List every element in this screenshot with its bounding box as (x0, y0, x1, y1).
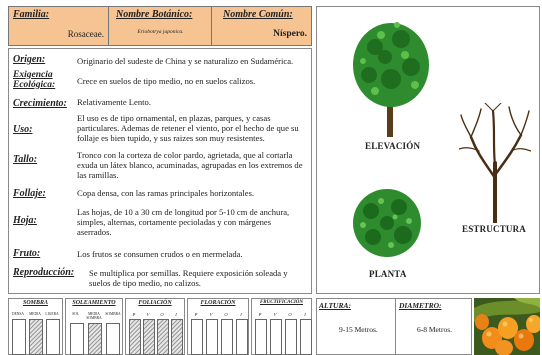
row-label: Fruto: (13, 248, 41, 259)
botanico-label: Nombre Botánico: (116, 9, 193, 20)
diametro-value: 6-8 Metros. (417, 325, 452, 334)
row-tallo: Tallo: Tronco con la corteza de color pa… (9, 150, 311, 184)
row-exigencia: Exigencia Ecológica: Crece en suelos de … (9, 70, 311, 93)
row-uso: Uso: El uso es de tipo ornamental, en pl… (9, 113, 311, 147)
sombra-title: SOMBRA (22, 300, 48, 306)
altura-value: 9-15 Metros. (339, 325, 378, 334)
floracion-sub-v: V (209, 312, 213, 317)
estructura-caption: ESTRUCTURA (462, 224, 527, 234)
botanico-cell: Nombre Botánico: Eriobotrya japonica. (110, 7, 212, 45)
planta-caption: PLANTA (369, 269, 407, 279)
soleamiento-bar-media (88, 323, 102, 355)
soleamiento-bar-sol (70, 323, 84, 355)
sombra-sub-ligera: LIGERA (45, 312, 59, 316)
botanico-value: Eriobotrya japonica. (137, 29, 184, 35)
fructificacion-bar-o (285, 319, 297, 355)
row-text: Las hojas, de 10 a 30 cm de longitud por… (77, 207, 290, 237)
sombra-bar-ligera (46, 319, 60, 355)
floracion-bar-i (236, 319, 248, 355)
row-text: El uso es de tipo ornamental, en plazas,… (77, 113, 299, 143)
row-text: Originario del sudeste de China y se nat… (77, 56, 294, 66)
soleamiento-sub-sol: SOL (72, 312, 79, 316)
row-origen: Origen: Originario del sudeste de China … (9, 55, 311, 69)
soleamiento-sub-sombra: SOMBRA (105, 312, 121, 316)
foliacion-sub-i: I (175, 312, 177, 317)
dimensions-divider (395, 299, 396, 354)
foliacion-bar-v (143, 319, 155, 355)
structure-tree-icon (459, 103, 531, 223)
sombra-box: SOMBRA DENSA MEDIA LIGERA (8, 298, 63, 355)
comun-value: Níspero. (273, 29, 307, 39)
floracion-title: FLORACIÓN (200, 300, 236, 306)
row-label: Tallo: (13, 154, 38, 165)
dimensions-box: ALTURA: 9-15 Metros. DIAMETRO: 6-8 Metro… (316, 298, 472, 355)
sombra-sub-media: MEDIA (29, 312, 41, 316)
foliacion-sub-p: P (132, 312, 136, 317)
soleamiento-sub-media: MEDIA SOMBRA (86, 312, 102, 320)
floracion-bar-p (191, 319, 203, 355)
row-label: Reproducción: (13, 267, 75, 278)
row-text: Crece en suelos de tipo medio, no en sue… (77, 76, 256, 86)
fructificacion-sub-p: P (258, 312, 262, 317)
plan-view-icon (353, 189, 421, 257)
fructificacion-box: FRUCTIFICACIÓN P V O I (251, 298, 312, 355)
foliacion-bar-o (157, 319, 169, 355)
soleamiento-box: SOLEAMIENTO SOL MEDIA SOMBRA SOMBRA (65, 298, 123, 355)
row-reproduccion: Reproducción: Se multiplica por semillas… (9, 267, 311, 291)
comun-cell: Nombre Común: Níspero. (213, 7, 311, 45)
row-fruto: Fruto: Los frutos se consumen crudos o e… (9, 248, 311, 262)
sombra-bar-media (29, 319, 43, 355)
comun-label: Nombre Común: (223, 9, 293, 20)
foliacion-box: FOLIACIÓN P V O I (125, 298, 185, 355)
fructificacion-bar-p (255, 319, 267, 355)
info-table: Origen: Originario del sudeste de China … (8, 48, 312, 294)
foliacion-bar-i (171, 319, 183, 355)
row-text: Se multiplica por semillas. Requiere exp… (89, 268, 288, 288)
fructificacion-sub-i: I (304, 312, 306, 317)
elevacion-caption: ELEVACIÓN (365, 141, 421, 151)
sombra-bar-densa (12, 319, 26, 355)
fructificacion-title: FRUCTIFICACIÓN (259, 300, 304, 305)
fructificacion-sub-v: V (273, 312, 277, 317)
row-label: Follaje: (13, 188, 46, 199)
floracion-sub-p: P (194, 312, 198, 317)
row-label: Origen: (13, 54, 46, 65)
row-text: Tronco con la corteza de color pardo, ag… (77, 150, 303, 180)
elevation-tree-icon (353, 22, 429, 137)
row-text: Relativamente Lento. (77, 97, 151, 107)
row-text: Copa densa, con las ramas principales ho… (77, 188, 255, 198)
foliacion-sub-v: V (146, 312, 150, 317)
row-hoja: Hoja: Las hojas, de 10 a 30 cm de longit… (9, 207, 311, 241)
familia-value: Rosaceae. (67, 29, 104, 39)
sombra-sub-densa: DENSA (12, 312, 24, 316)
fructificacion-bar-i (300, 319, 312, 355)
illustration-panel: ELEVACIÓN ESTRUCTURA PLANTA (316, 6, 540, 294)
row-label: Uso: (13, 124, 33, 135)
row-text: Los frutos se consumen crudos o en merme… (77, 249, 243, 259)
fructificacion-sub-o: O (288, 312, 292, 317)
soleamiento-bar-sombra (106, 323, 120, 355)
floracion-sub-i: I (240, 312, 242, 317)
floracion-bar-o (221, 319, 233, 355)
altura-label: ALTURA: (319, 301, 351, 310)
foliacion-title: FOLIACIÓN (138, 300, 172, 306)
familia-label: Familia: (13, 9, 50, 20)
row-label: Hoja: (13, 215, 37, 226)
fruit-photo (474, 298, 540, 355)
header-bar: Familia: Rosaceae. Nombre Botánico: Erio… (8, 6, 312, 46)
fructificacion-bar-v (270, 319, 282, 355)
soleamiento-title: SOLEAMIENTO (72, 300, 116, 306)
foliacion-sub-o: O (160, 312, 164, 317)
row-label: Exigencia Ecológica: (13, 70, 56, 90)
row-label: Crecimiento: (13, 98, 67, 109)
foliacion-bar-p (129, 319, 141, 355)
floracion-sub-o: O (224, 312, 228, 317)
floracion-bar-v (206, 319, 218, 355)
diametro-label: DIAMETRO: (399, 301, 442, 310)
row-follaje: Follaje: Copa densa, con las ramas princ… (9, 187, 311, 201)
familia-cell: Familia: Rosaceae. (9, 7, 109, 45)
row-crecimiento: Crecimiento: Relativamente Lento. (9, 97, 311, 111)
floracion-box: FLORACIÓN P V O I (187, 298, 249, 355)
